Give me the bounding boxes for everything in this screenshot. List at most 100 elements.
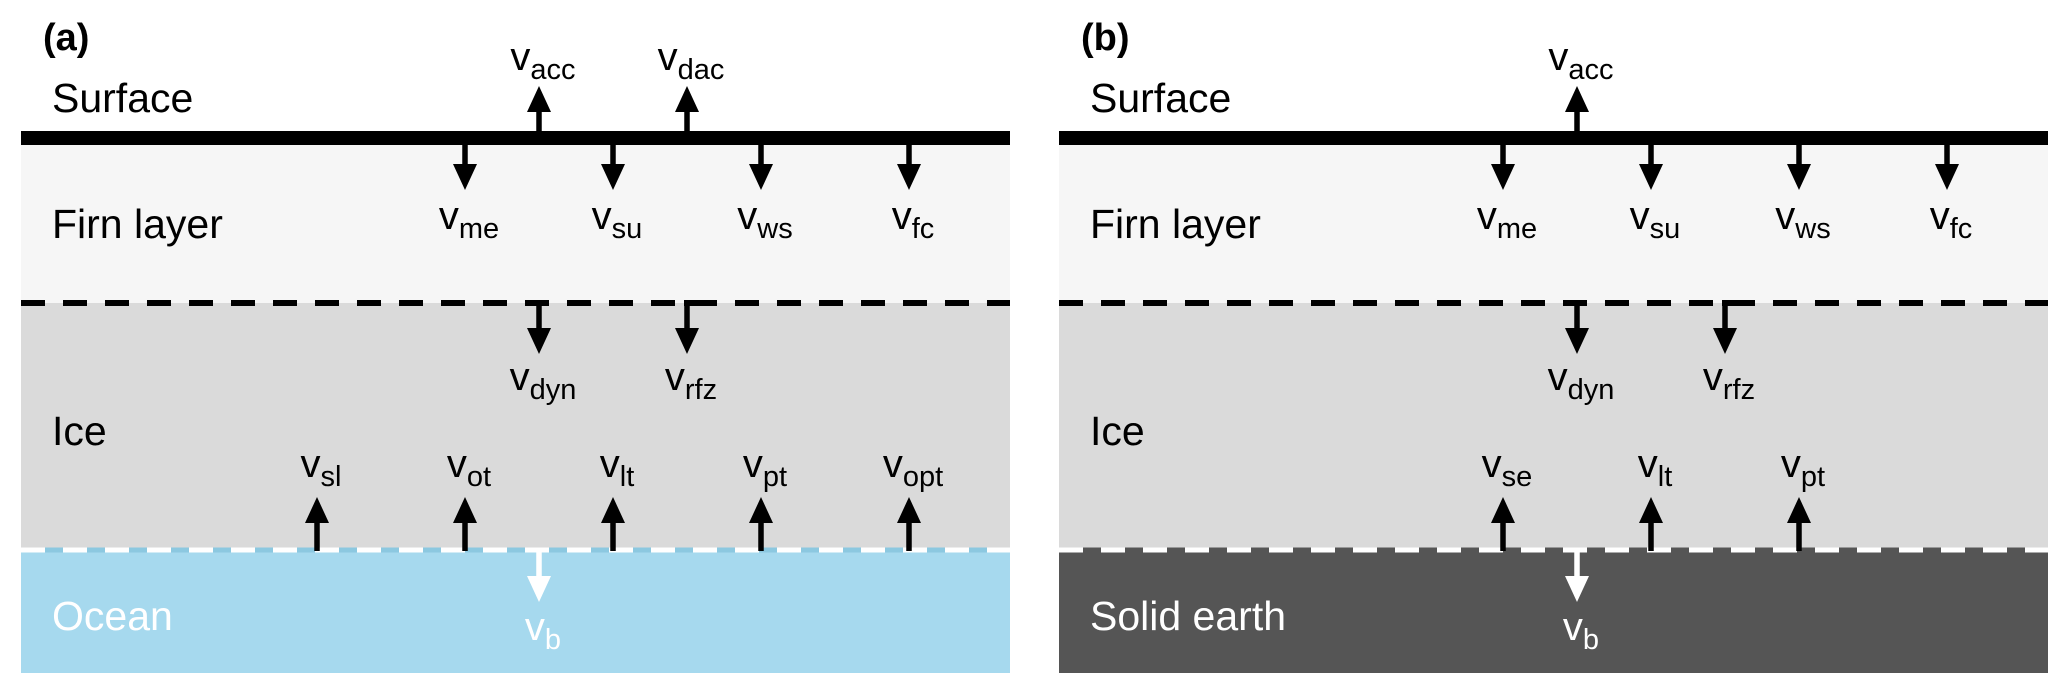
arrow-down-v-rfz (1713, 303, 1737, 354)
velocity-symbol: v (743, 442, 763, 486)
arrow-down-v-ws (1787, 145, 1811, 190)
arrow-down-v-fc (897, 145, 921, 190)
label-v-rfz: vrfz (665, 355, 717, 406)
ice-layer-region (1059, 303, 2048, 550)
velocity-symbol: v (592, 194, 612, 238)
velocity-symbol: v (510, 35, 530, 79)
firn-layer-region (1059, 145, 2048, 303)
arrow-head (1787, 164, 1811, 190)
velocity-symbol: v (1638, 442, 1658, 486)
velocity-subscript: me (1497, 213, 1537, 245)
arrow-shaft (1500, 523, 1506, 551)
arrow-down-v-b (1565, 552, 1589, 602)
label-v-ws: vws (1775, 194, 1830, 245)
arrow-down-v-su (601, 145, 625, 190)
label-v-rfz: vrfz (1703, 355, 1755, 406)
arrow-shaft (536, 303, 542, 329)
label-v-b: vb (525, 605, 561, 656)
arrow-head (527, 328, 551, 354)
arrow-head (1565, 86, 1589, 112)
surface-label: Surface (52, 75, 193, 121)
velocity-subscript: dyn (1568, 374, 1615, 406)
arrow-head (601, 497, 625, 523)
arrow-shaft (758, 145, 764, 165)
velocity-subscript: rfz (1723, 374, 1755, 406)
arrow-head (1565, 576, 1589, 602)
velocity-subscript: ot (467, 461, 491, 493)
ocean-label: Ocean (52, 593, 173, 639)
arrow-head (305, 497, 329, 523)
label-v-ot: vot (447, 442, 491, 493)
arrow-shaft (1648, 523, 1654, 551)
arrow-shaft (1574, 112, 1580, 132)
label-v-acc: vacc (1548, 35, 1613, 86)
arrow-up-v-dac (675, 86, 699, 132)
label-v-su: vsu (1630, 194, 1681, 245)
velocity-symbol: v (1548, 355, 1568, 399)
velocity-subscript: acc (530, 54, 575, 86)
surface-label: Surface (1090, 75, 1231, 121)
solid-earth-layer-region (1059, 550, 2048, 673)
velocity-symbol: v (1477, 194, 1497, 238)
arrow-head (1565, 328, 1589, 354)
label-v-fc: vfc (892, 194, 935, 245)
arrow-down-v-me (1491, 145, 1515, 190)
velocity-subscript: rfz (685, 374, 717, 406)
velocity-subscript: se (1502, 461, 1533, 493)
velocity-symbol: v (600, 442, 620, 486)
velocity-symbol: v (447, 442, 467, 486)
label-v-pt: vpt (1781, 442, 1825, 493)
label-v-dac: vdac (658, 35, 725, 86)
arrow-head (1787, 497, 1811, 523)
velocity-symbol: v (658, 35, 678, 79)
label-v-b: vb (1563, 605, 1599, 656)
arrow-head (527, 576, 551, 602)
velocity-symbol: v (510, 355, 530, 399)
arrow-head (1639, 164, 1663, 190)
velocity-symbol: v (1781, 442, 1801, 486)
arrow-head (897, 164, 921, 190)
arrow-head (453, 497, 477, 523)
label-v-me: vme (439, 194, 499, 245)
velocity-symbol: v (737, 194, 757, 238)
arrow-head (453, 164, 477, 190)
arrow-shaft (314, 523, 320, 551)
label-v-dyn: vdyn (510, 355, 577, 406)
arrow-shaft (1648, 145, 1654, 165)
arrow-up-v-acc (527, 86, 551, 132)
label-v-sl: vsl (301, 442, 342, 493)
arrow-up-v-lt (601, 497, 625, 551)
panel-label: (b) (1081, 17, 1130, 59)
velocity-subscript: fc (1950, 213, 1973, 245)
arrow-down-v-su (1639, 145, 1663, 190)
velocity-subscript: ws (756, 213, 792, 245)
velocity-subscript: lt (1658, 461, 1673, 493)
velocity-subscript: opt (903, 461, 943, 493)
velocity-symbol: v (1482, 442, 1502, 486)
label-v-opt: vopt (883, 442, 943, 493)
arrow-head (749, 497, 773, 523)
arrow-head (749, 164, 773, 190)
label-v-ws: vws (737, 194, 792, 245)
arrow-shaft (536, 552, 542, 577)
firn-layer-region (21, 145, 1010, 303)
panel-b-grounded-ice: (b) Surface Firn layer Ice Solid earth v… (1059, 17, 2048, 673)
velocity-symbol: v (892, 194, 912, 238)
arrow-shaft (906, 145, 912, 165)
ice-label: Ice (1090, 408, 1145, 454)
arrow-down-v-rfz (675, 303, 699, 354)
velocity-symbol: v (1703, 355, 1723, 399)
arrow-shaft (758, 523, 764, 551)
velocity-subscript: sl (321, 461, 342, 493)
firn-layer-label: Firn layer (1090, 201, 1261, 247)
arrow-down-v-dyn (527, 303, 551, 354)
velocity-subscript: lt (620, 461, 635, 493)
arrow-head (1491, 164, 1515, 190)
velocity-subscript: dyn (530, 374, 577, 406)
label-v-se: vse (1482, 442, 1533, 493)
velocity-symbol: v (301, 442, 321, 486)
velocity-subscript: b (1583, 624, 1599, 656)
